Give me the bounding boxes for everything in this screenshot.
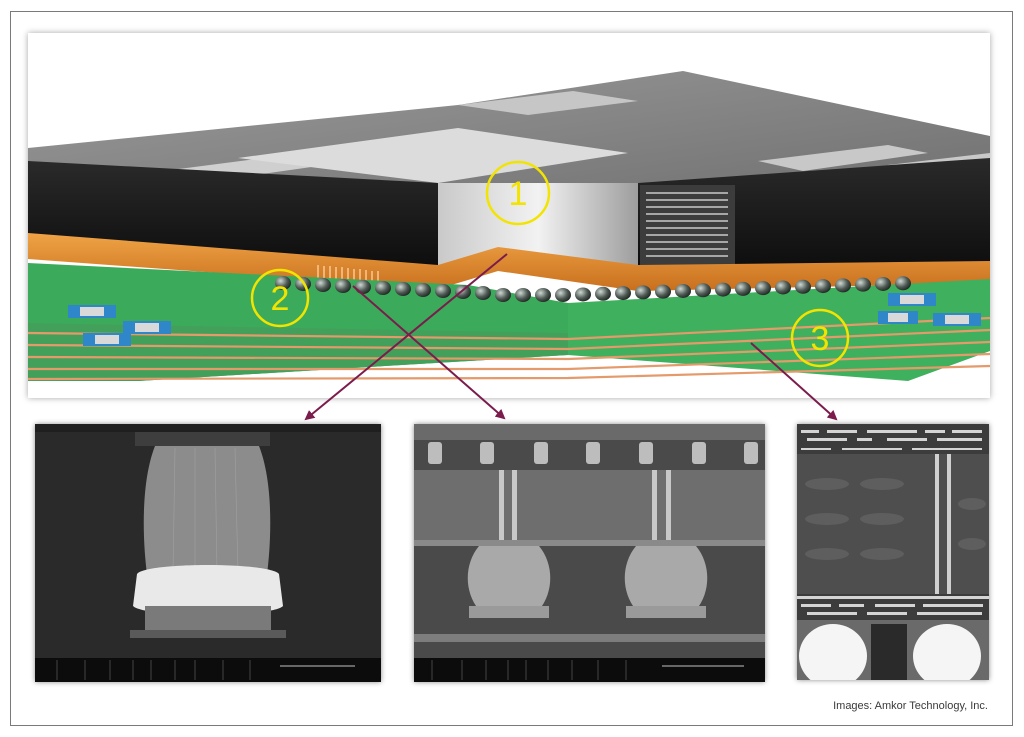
- c4-bump-ball: [715, 282, 731, 297]
- c4-bump-ball: [795, 279, 811, 294]
- package-cross-section-render: 1 2 3: [28, 33, 990, 398]
- die-top-back: [458, 91, 638, 115]
- c4-bump-ball: [615, 286, 631, 301]
- tsv-vias: [499, 470, 671, 542]
- c4-bump-ball: [655, 284, 671, 299]
- c4-bump-ball: [895, 276, 911, 291]
- c4-bump-ball: [395, 282, 411, 296]
- glass-weave: [805, 478, 986, 560]
- c4-bump-ball: [315, 278, 331, 292]
- c4-bump-ball: [435, 284, 451, 298]
- die-top-right: [758, 145, 928, 171]
- sem-panel-1: [35, 424, 381, 682]
- substrate-trace-rows-bottom: [797, 596, 989, 615]
- c4-bump-ball: [335, 279, 351, 293]
- c4-bump-ball: [575, 287, 591, 302]
- core-via: [935, 454, 951, 594]
- c4-bump-ball: [455, 285, 471, 299]
- sem-panel-3: [797, 424, 989, 680]
- c4-bump-ball: [815, 279, 831, 294]
- c4-bump-ball: [415, 283, 431, 297]
- sem-1-info-bar: [35, 658, 381, 682]
- callout-1: 1: [485, 160, 551, 226]
- c4-bump-ball: [775, 280, 791, 295]
- micro-bump-solder-cap: [133, 565, 283, 615]
- c4-bump-ball: [275, 276, 291, 290]
- sem-2-info-bar: [414, 658, 765, 682]
- interposer-band: [414, 470, 765, 540]
- c4-bump-ball: [735, 281, 751, 296]
- capacitors-left: [68, 305, 171, 346]
- c4-bump-ball: [635, 285, 651, 300]
- c4-bump-ball: [875, 276, 891, 291]
- c4-bump-ball: [475, 286, 491, 300]
- c4-bump-ball: [755, 281, 771, 296]
- callout-2-number: 2: [271, 280, 290, 318]
- micro-bump-copper-pillar: [143, 446, 271, 574]
- c4-bump-ball: [375, 281, 391, 295]
- image-credit: Images: Amkor Technology, Inc.: [833, 700, 988, 712]
- substrate-trace-rows-top: [801, 430, 982, 450]
- c4-bump-ball: [555, 288, 571, 302]
- die-top-center: [238, 128, 628, 183]
- c4-bump-ball: [835, 278, 851, 293]
- c4-bump-ball: [595, 286, 611, 301]
- c4-bump-balls: [467, 546, 708, 618]
- c4-bump-ball: [355, 280, 371, 294]
- c4-bump-ball: [515, 288, 531, 302]
- capacitors-right: [878, 293, 981, 326]
- callout-1-number: 1: [509, 175, 528, 213]
- c4-bump-ball: [495, 288, 511, 302]
- c4-bump-ball: [675, 283, 691, 298]
- c4-bump-ball: [855, 277, 871, 292]
- sem-panel-2: [414, 424, 765, 682]
- c4-bump-ball: [535, 288, 551, 302]
- hbm-stack: [640, 185, 735, 269]
- bga-balls: [797, 620, 989, 680]
- micro-bumps-row: [428, 442, 758, 464]
- c4-bump-ball: [695, 283, 711, 298]
- callout-3-number: 3: [811, 320, 830, 358]
